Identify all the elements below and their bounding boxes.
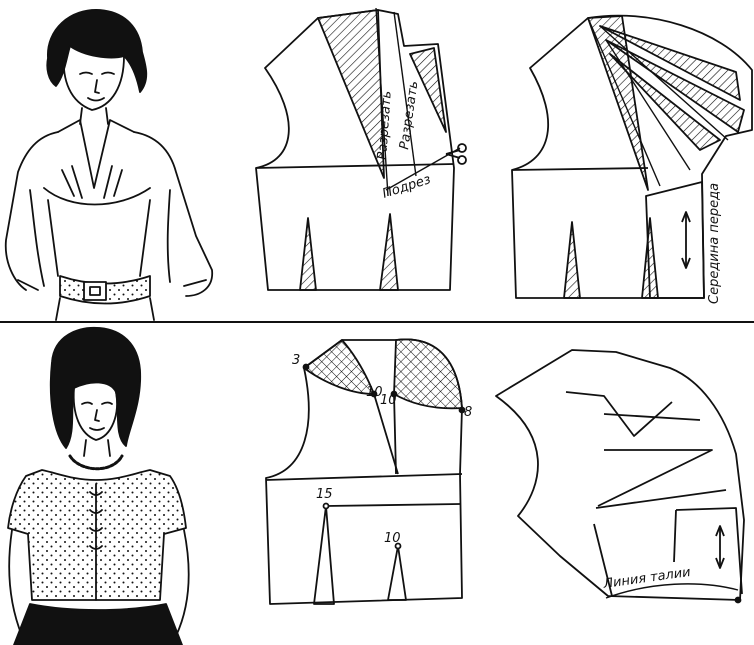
mark-3: 3 xyxy=(292,353,300,368)
pattern-bottom-1 xyxy=(265,338,466,605)
figure-top-illustration xyxy=(4,9,213,321)
mark-10b: 10 xyxy=(380,393,397,408)
pattern-bottom-2 xyxy=(495,349,745,604)
pattern-top-2 xyxy=(511,14,753,299)
notch-label: Подрез xyxy=(381,172,433,202)
cut-label-1: Разрезать xyxy=(375,90,395,160)
center-front-label: Середина переда xyxy=(707,183,722,304)
figure-bottom-illustration xyxy=(7,326,190,645)
cut-label-2: Разрезать xyxy=(397,80,421,151)
mark-8: 8 xyxy=(464,405,472,420)
pattern-top-1 xyxy=(255,7,467,291)
mark-10a: 10 xyxy=(366,385,383,400)
mark-10c: 10 xyxy=(384,531,401,546)
mark-15: 15 xyxy=(316,487,333,502)
